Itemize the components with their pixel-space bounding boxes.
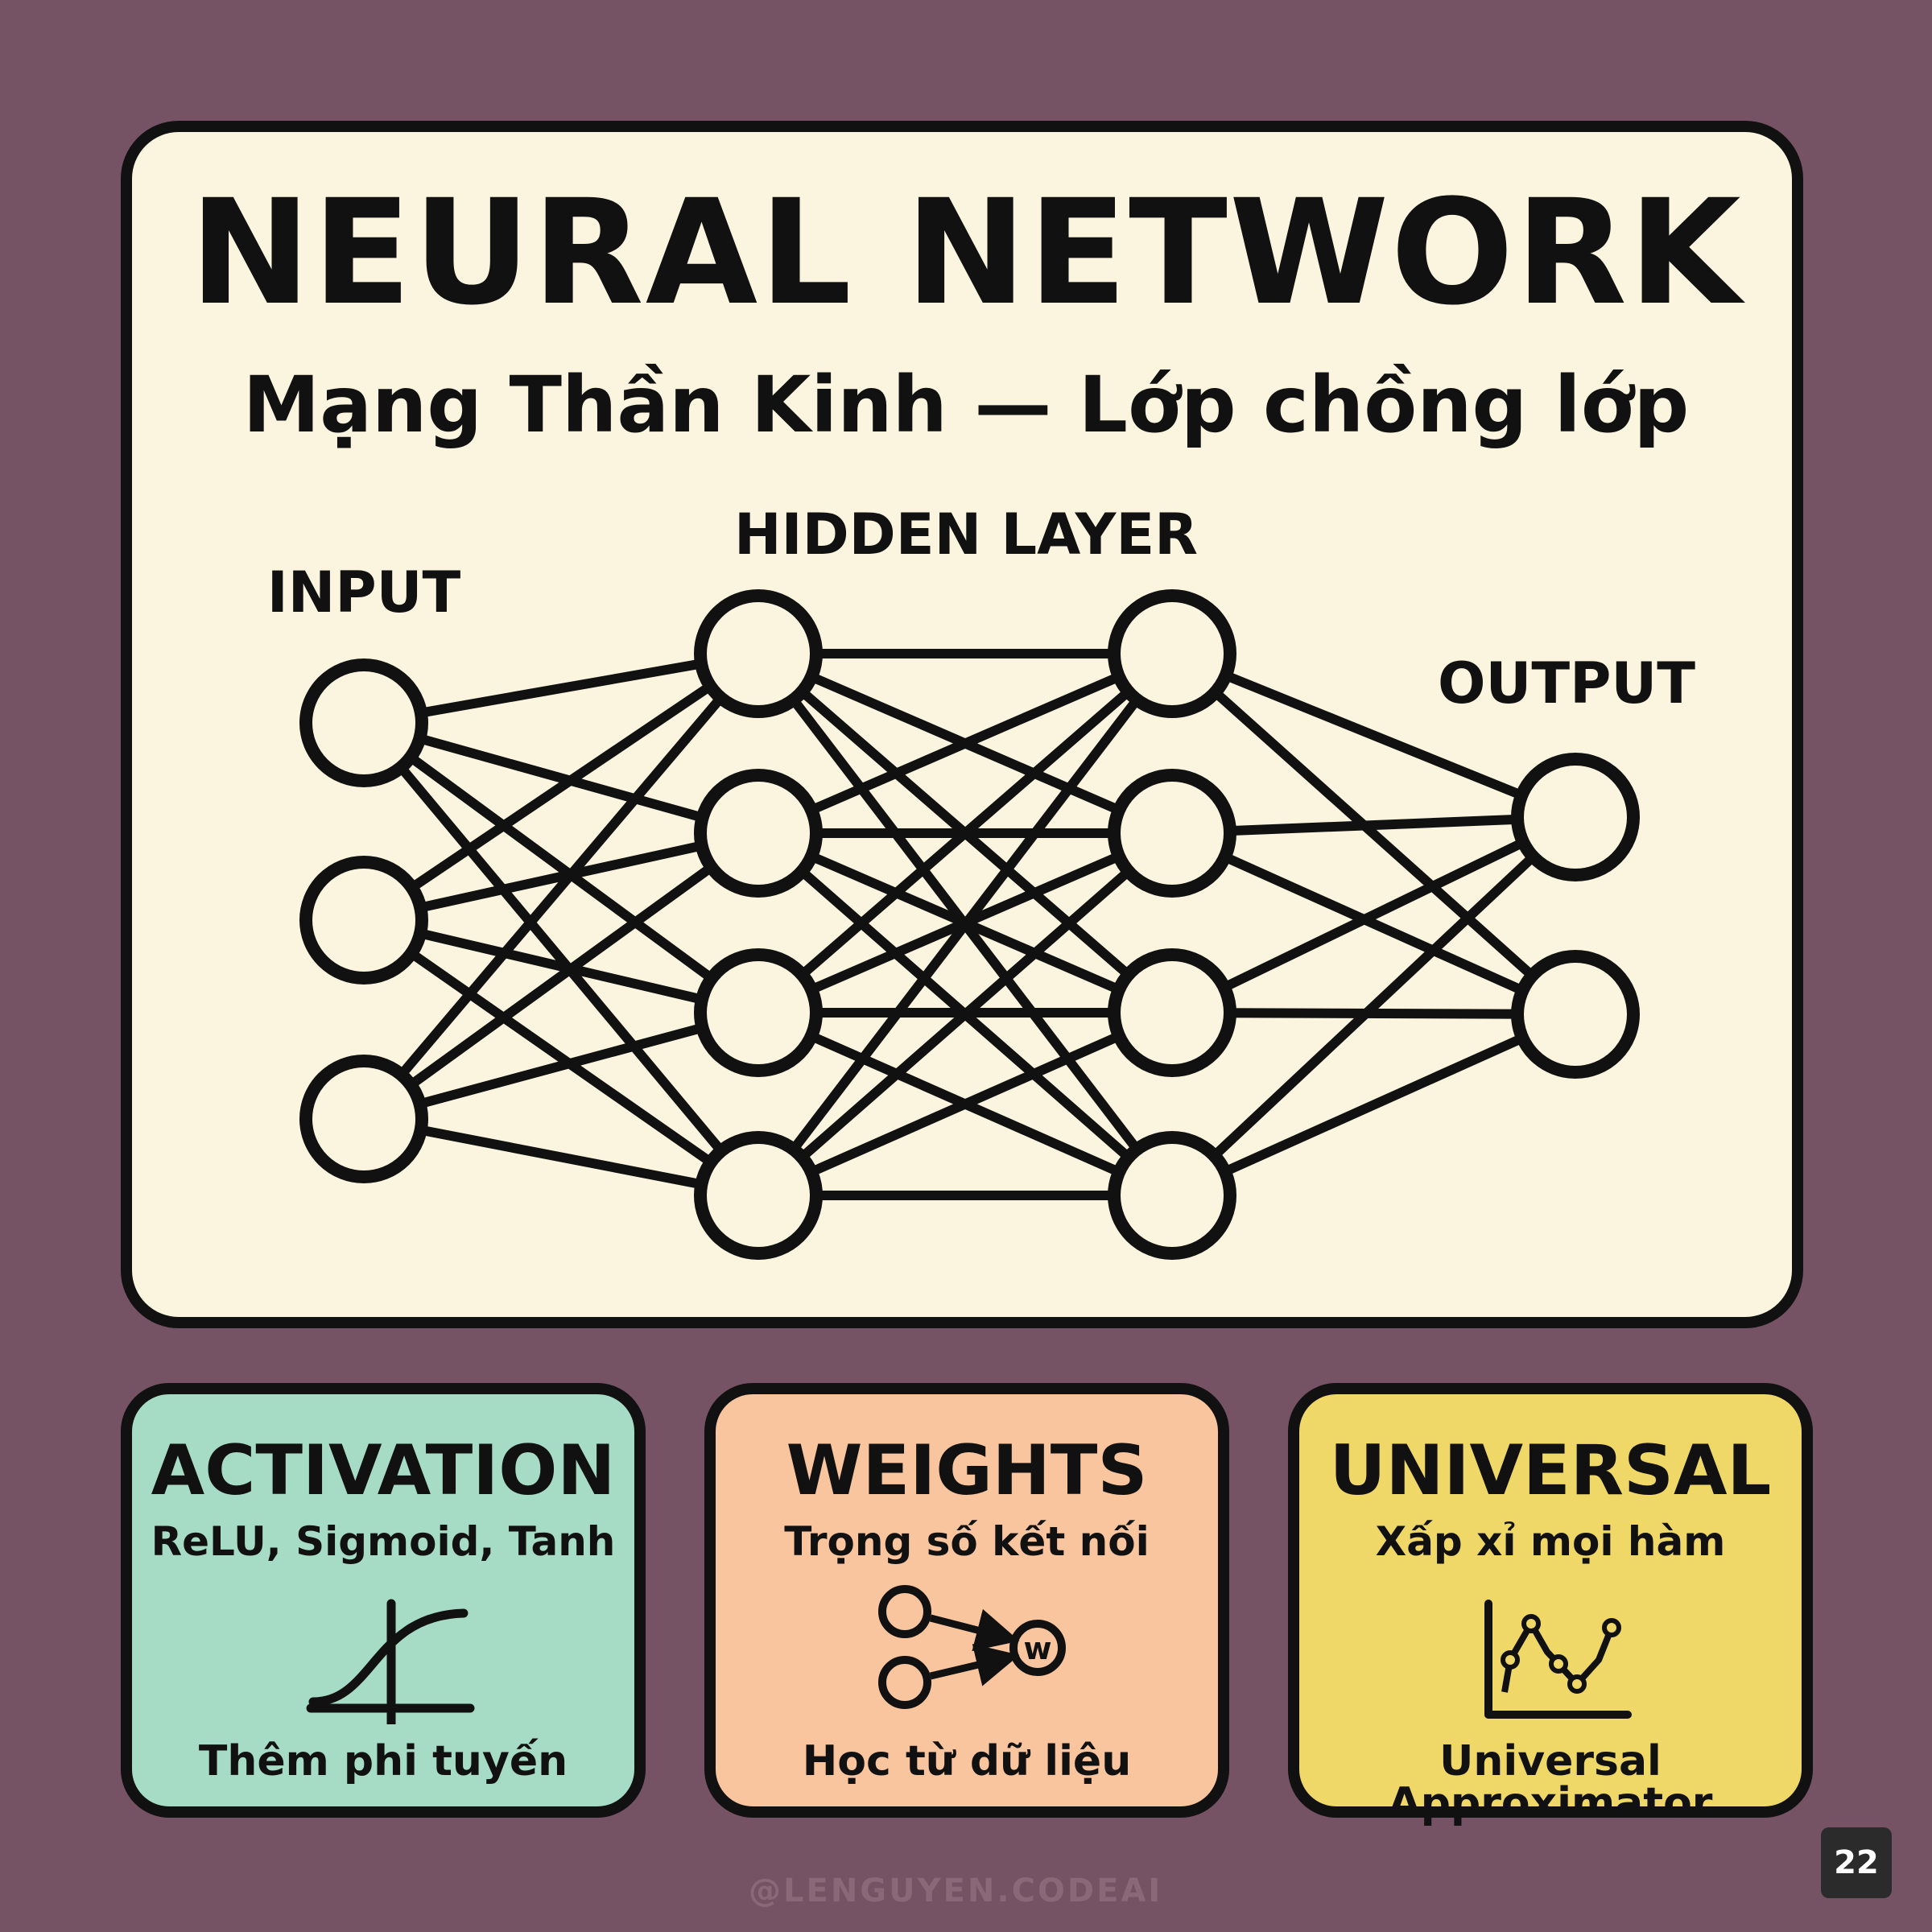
- activation-title: ACTIVATION: [151, 1430, 616, 1511]
- edge-l1-n2-to-n0: [755, 650, 1175, 1017]
- universal-subtitle: Xấp xỉ mọi hàm: [1375, 1518, 1726, 1565]
- activation-footer: Thêm phi tuyến: [198, 1737, 568, 1785]
- hidden1-node-4: [694, 1131, 823, 1260]
- edge-l2-n0-to-n0: [1170, 649, 1578, 822]
- edge-l2-n0-to-n1: [1169, 650, 1579, 1018]
- edge-l1-n3-to-n1: [755, 829, 1175, 1199]
- hidden2-node-2: [1108, 769, 1236, 898]
- universal-title: UNIVERSAL: [1329, 1430, 1772, 1511]
- edge-l0-n2-to-n0: [360, 650, 762, 1122]
- edge-l2-n2-to-n1: [1171, 1008, 1576, 1019]
- edge-l0-n1-to-n3: [361, 916, 762, 1199]
- weights-subtitle: Trọng số kết nối: [784, 1518, 1150, 1565]
- edge-l2-n3-to-n0: [1168, 813, 1579, 1199]
- universal-card: UNIVERSAL Xấp xỉ mọi hàm Universal Appro…: [1288, 1383, 1813, 1824]
- hidden1-node-1: [694, 589, 823, 718]
- input-node-2: [299, 856, 428, 985]
- edge-l0-n0-to-n1: [362, 718, 760, 838]
- hidden-layer-label: HIDDEN LAYER: [734, 502, 1198, 568]
- weights-footer: Học từ dữ liệu: [802, 1737, 1132, 1785]
- hidden2-node-1: [1108, 589, 1236, 718]
- weighted-connection-icon: w: [878, 1585, 1066, 1709]
- edge-l0-n0-to-n0: [362, 649, 760, 728]
- edge-l0-n1-to-n0: [361, 650, 762, 924]
- edge-l2-n1-to-n1: [1170, 828, 1578, 1019]
- weights-card: WEIGHTS Trọng số kết nối w Học từ dữ liệ…: [704, 1383, 1229, 1818]
- edge-l1-n3-to-n0: [754, 650, 1176, 1199]
- activation-subtitle: ReLU, Sigmoid, Tanh: [151, 1518, 616, 1565]
- edge-l2-n2-to-n0: [1170, 812, 1578, 1018]
- edge-l0-n2-to-n3: [362, 1114, 760, 1200]
- edge-l0-n0-to-n3: [360, 720, 762, 1199]
- input-layer-label: INPUT: [267, 559, 461, 625]
- hidden2-node-3: [1108, 948, 1236, 1077]
- network-edges: [360, 649, 1579, 1200]
- edge-l0-n2-to-n2: [362, 1008, 760, 1124]
- output-node-1: [1511, 753, 1640, 881]
- edge-l2-n1-to-n0: [1171, 812, 1576, 838]
- activation-card: ACTIVATION ReLU, Sigmoid, Tanh Thêm phi …: [121, 1383, 646, 1818]
- weight-symbol: w: [1023, 1631, 1051, 1666]
- main-title: NEURAL NETWORK: [189, 169, 1743, 337]
- edge-l0-n0-to-n2: [361, 719, 762, 1017]
- edge-l0-n1-to-n1: [362, 828, 760, 925]
- output-layer-label: OUTPUT: [1438, 650, 1695, 716]
- watermark: @LENGUYEN.CODEAI: [749, 1872, 1163, 1909]
- edge-l1-n1-to-n0: [756, 649, 1174, 838]
- hidden1-node-3: [694, 948, 823, 1077]
- weights-title: WEIGHTS: [786, 1430, 1148, 1511]
- input-node-1: [299, 658, 428, 787]
- edge-l0-n2-to-n1: [361, 829, 762, 1123]
- output-node-2: [1511, 950, 1640, 1079]
- input-node-3: [299, 1055, 428, 1183]
- main-subtitle: Mạng Thần Kinh — Lớp chồng lớp: [242, 360, 1690, 450]
- hidden2-node-4: [1108, 1131, 1236, 1260]
- edge-l0-n1-to-n2: [362, 915, 760, 1018]
- universal-footer: Universal Approximator: [1388, 1737, 1713, 1827]
- hidden1-node-2: [694, 769, 823, 898]
- sigmoid-curve-icon: [306, 1599, 475, 1724]
- page-number-badge: 22: [1821, 1827, 1892, 1898]
- function-plot-icon: [1484, 1600, 1632, 1719]
- edge-l1-n3-to-n2: [756, 1008, 1174, 1200]
- edge-l2-n3-to-n1: [1170, 1009, 1578, 1200]
- network-nodes: [299, 589, 1640, 1260]
- neural-network-diagram: INPUT HIDDEN LAYER OUTPUT: [267, 502, 1695, 1260]
